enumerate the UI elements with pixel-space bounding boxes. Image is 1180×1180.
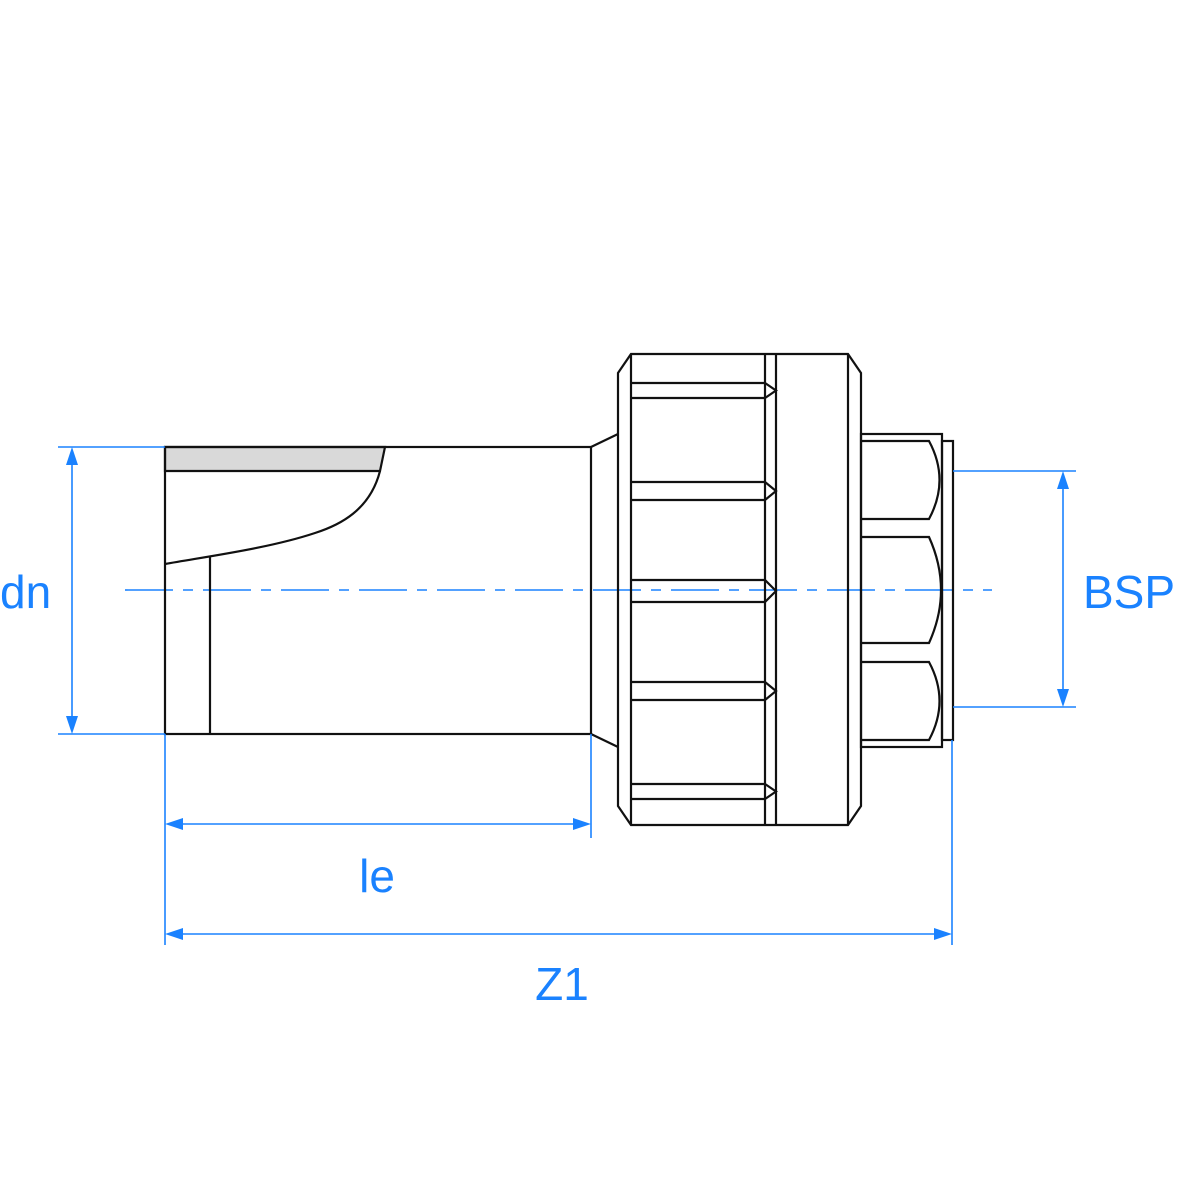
nut-ribs [631,381,778,801]
union-nut [616,352,863,827]
section-hatch [163,445,387,473]
socket-body [163,433,619,748]
nut-rib [631,381,778,400]
socket-outline [163,445,593,736]
dn-label: dn [0,566,51,618]
hex-end [859,432,955,749]
z1-label: Z1 [535,958,589,1010]
dimension-z1: Z1 [165,740,953,1010]
dimension-dn: dn [0,446,165,735]
bsp-label: BSP [1083,566,1175,618]
taper [590,433,619,748]
le-label: le [359,850,395,902]
socket-cutaway-curve [164,470,382,566]
nut-rib [631,480,778,502]
dimension-bsp: BSP [953,470,1175,708]
nut-rib [631,578,778,604]
thread-flange [940,439,955,742]
nut-rib [631,782,778,801]
nut-rib [631,680,778,702]
dimension-le: le [164,734,592,945]
